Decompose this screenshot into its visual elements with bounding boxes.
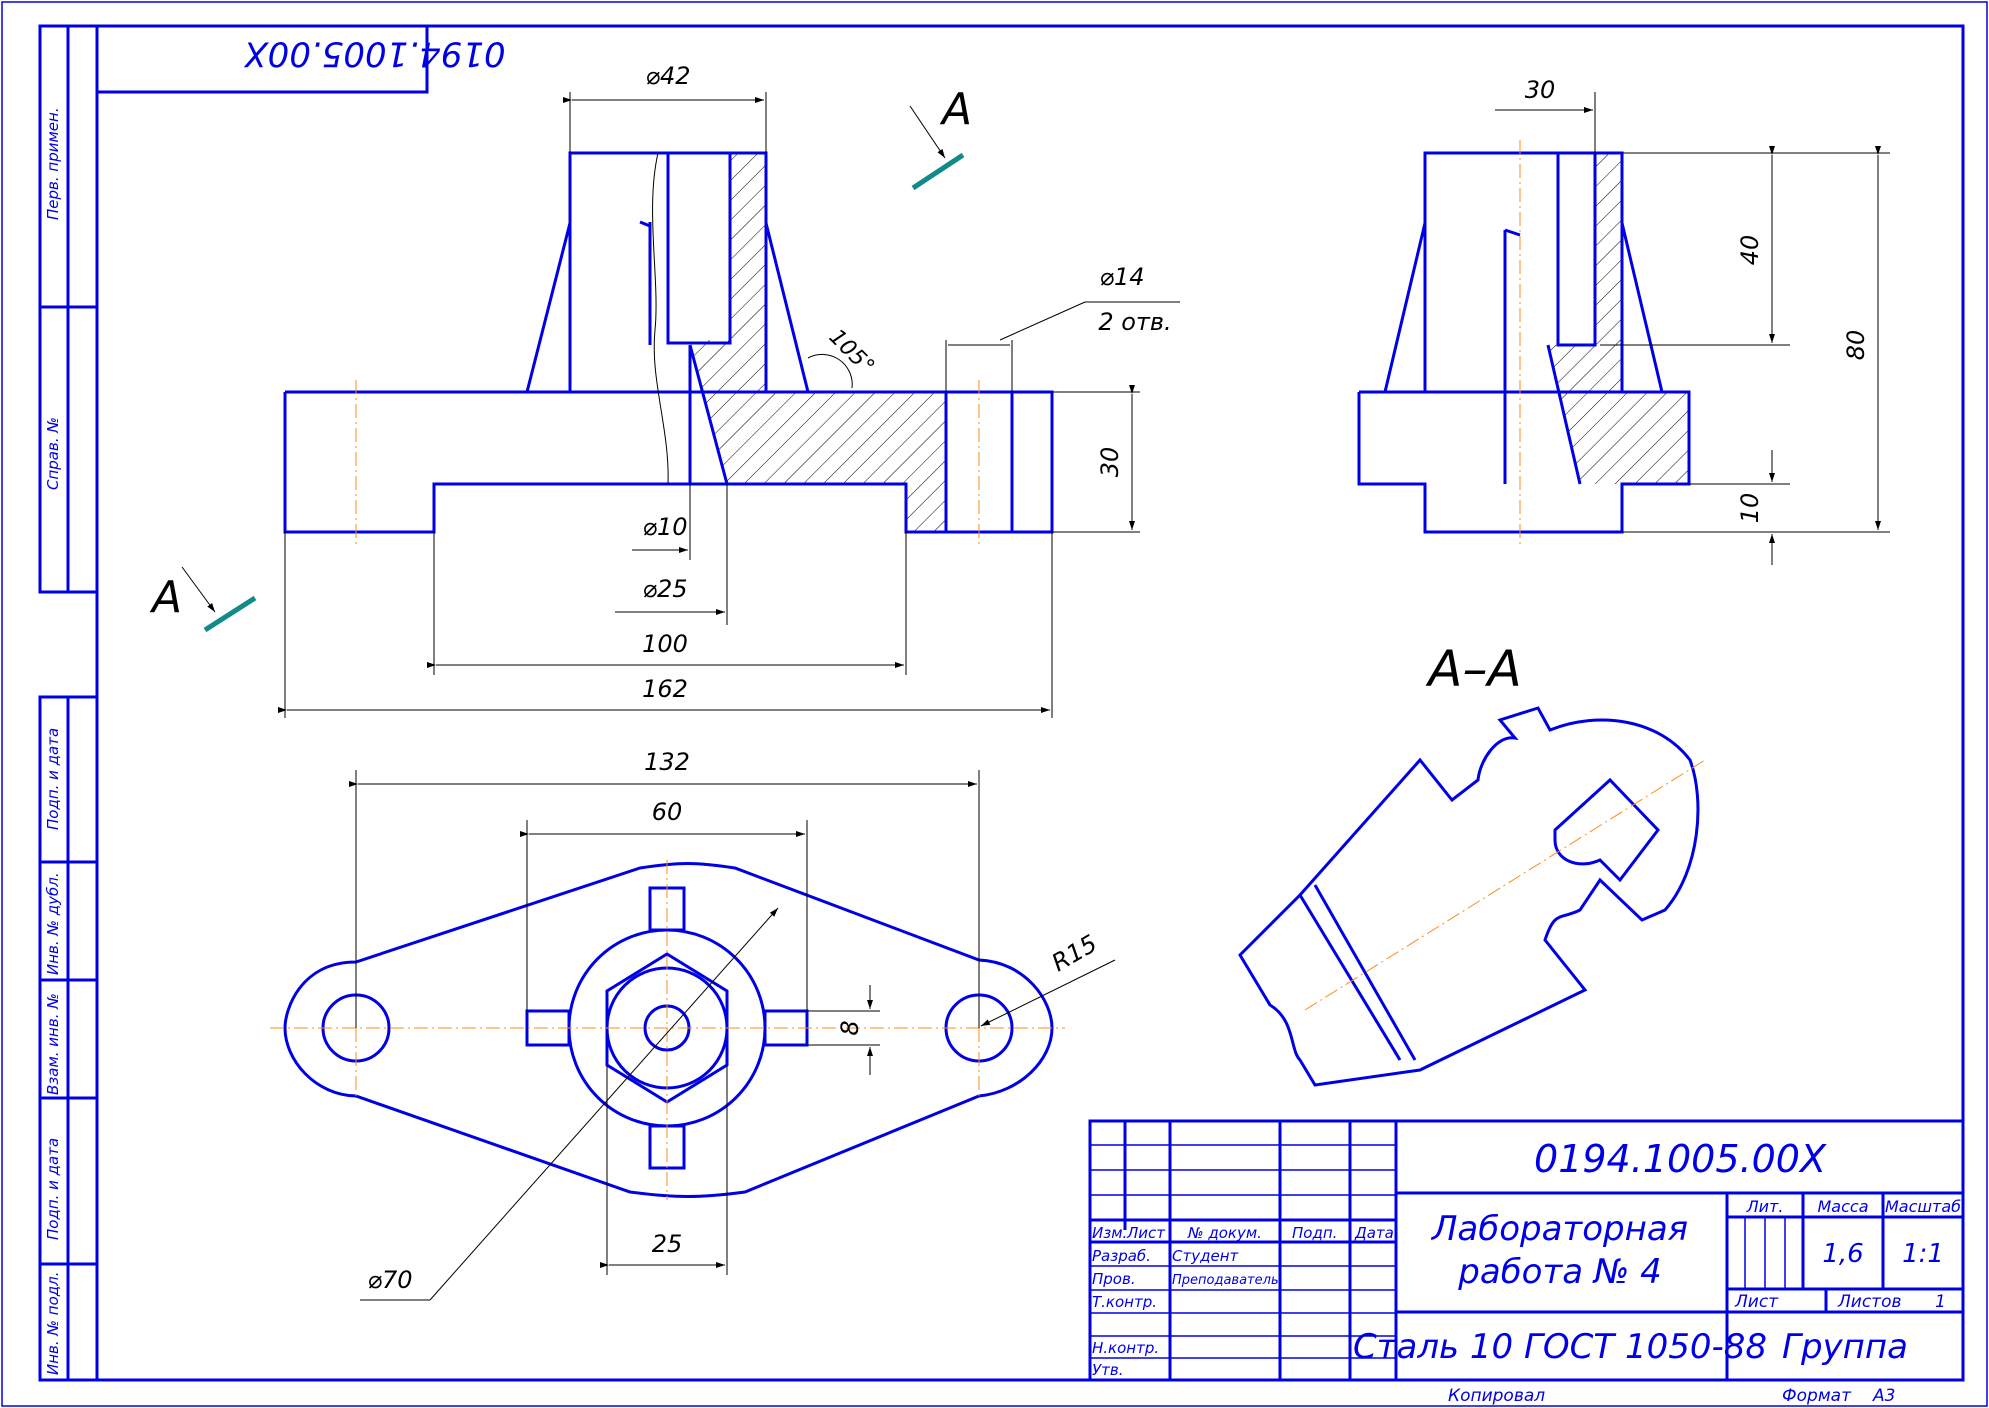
side-label-sprav: Справ. № (44, 417, 62, 490)
dim-side-40: 40 (1736, 235, 1764, 266)
dim-holes: 2 отв. (1098, 308, 1171, 336)
dim-l100: 100 (642, 630, 688, 658)
dim-d14: ⌀14 (1100, 263, 1145, 291)
tb-name-line2: работа № 4 (1457, 1252, 1661, 1292)
tb-hdr-list: Лист (1126, 1224, 1166, 1242)
tb-scale: 1:1 (1902, 1239, 1944, 1269)
tb-name-0: Студент (1172, 1247, 1239, 1265)
side-label-perv: Перв. примен. (44, 107, 62, 220)
cut-mark-left (203, 595, 257, 633)
cut-label-top: А (939, 84, 972, 135)
tb-material: Сталь 10 ГОСТ 1050-88 (1353, 1327, 1767, 1367)
dim-plan-25: 25 (652, 1230, 683, 1258)
tb-hdr-date: Дата (1354, 1224, 1394, 1242)
dim-plan-70: ⌀70 (368, 1266, 413, 1294)
tb-group: Группа (1782, 1327, 1908, 1367)
tb-hdr-doc: № докум. (1187, 1224, 1262, 1242)
side-view: 30 40 80 10 (1357, 76, 1890, 565)
side-columns: Перв. примен. Справ. № Подп. и дата Инв.… (38, 24, 99, 1382)
tb-role-4: Утв. (1092, 1361, 1124, 1379)
dim-d25: ⌀25 (643, 575, 688, 603)
title-block: Изм. Лист № докум. Подп. Дата Разраб. Ст… (1088, 1119, 1965, 1406)
tb-format-value: А3 (1872, 1386, 1895, 1406)
tb-role-2: Т.контр. (1092, 1293, 1157, 1311)
dim-d42: ⌀42 (646, 62, 691, 90)
tb-mass: 1,6 (1822, 1239, 1863, 1269)
section-title: А–А (1425, 640, 1521, 698)
dim-plan-60: 60 (652, 798, 683, 826)
plan-view: 132 60 8 25 ⌀70 R15 (270, 748, 1116, 1301)
tb-mass-label: Масса (1817, 1197, 1868, 1216)
tb-code: 0194.1005.00X (1534, 1137, 1827, 1181)
dim-d10: ⌀10 (643, 513, 688, 541)
tb-hdr-izm: Изм. (1092, 1224, 1127, 1242)
dim-angle: 105° (824, 325, 879, 380)
tb-name-1: Преподаватель (1172, 1273, 1279, 1288)
dim-h30: 30 (1096, 447, 1124, 478)
side-label-dubl: Инв. № дубл. (44, 872, 62, 975)
tb-hdr-podp: Подп. (1292, 1224, 1337, 1242)
front-view: ⌀42 ⌀14 2 отв. 105° 30 ⌀10 ⌀25 100 162 А (149, 62, 1180, 718)
tb-lit: Лит. (1746, 1197, 1784, 1216)
dim-plan-8: 8 (836, 1020, 864, 1035)
dim-side-10: 10 (1736, 493, 1764, 524)
rotated-code-box (95, 24, 429, 94)
side-label-podl: Инв. № подл. (44, 1272, 62, 1375)
side-label-vzam: Взам. инв. № (44, 993, 62, 1095)
cut-mark-top (911, 152, 965, 191)
tb-name-line1: Лабораторная (1430, 1209, 1688, 1249)
cut-label-left: А (149, 572, 182, 623)
tb-format-label: Формат (1782, 1386, 1852, 1406)
tb-role-3: Н.контр. (1092, 1339, 1159, 1357)
dim-plan-132: 132 (644, 748, 690, 776)
tb-sheets: Листов (1837, 1292, 1902, 1312)
tb-role-1: Пров. (1092, 1270, 1136, 1288)
rotated-code: 0194.1005.00X (244, 34, 506, 74)
dim-side-80: 80 (1842, 330, 1870, 361)
tb-copied: Копировал (1448, 1386, 1545, 1406)
section-aa: А–А (1238, 640, 1706, 1087)
dim-l162: 162 (642, 675, 688, 703)
tb-role-0: Разраб. (1092, 1247, 1151, 1265)
tb-sheet: Лист (1734, 1292, 1779, 1312)
side-label-podp2: Подп. и дата (44, 1138, 62, 1240)
dim-side-30: 30 (1525, 76, 1556, 104)
side-label-podp1: Подп. и дата (44, 728, 62, 830)
tb-sheets-count: 1 (1935, 1292, 1946, 1312)
tb-scale-label: Масштаб (1885, 1197, 1961, 1216)
